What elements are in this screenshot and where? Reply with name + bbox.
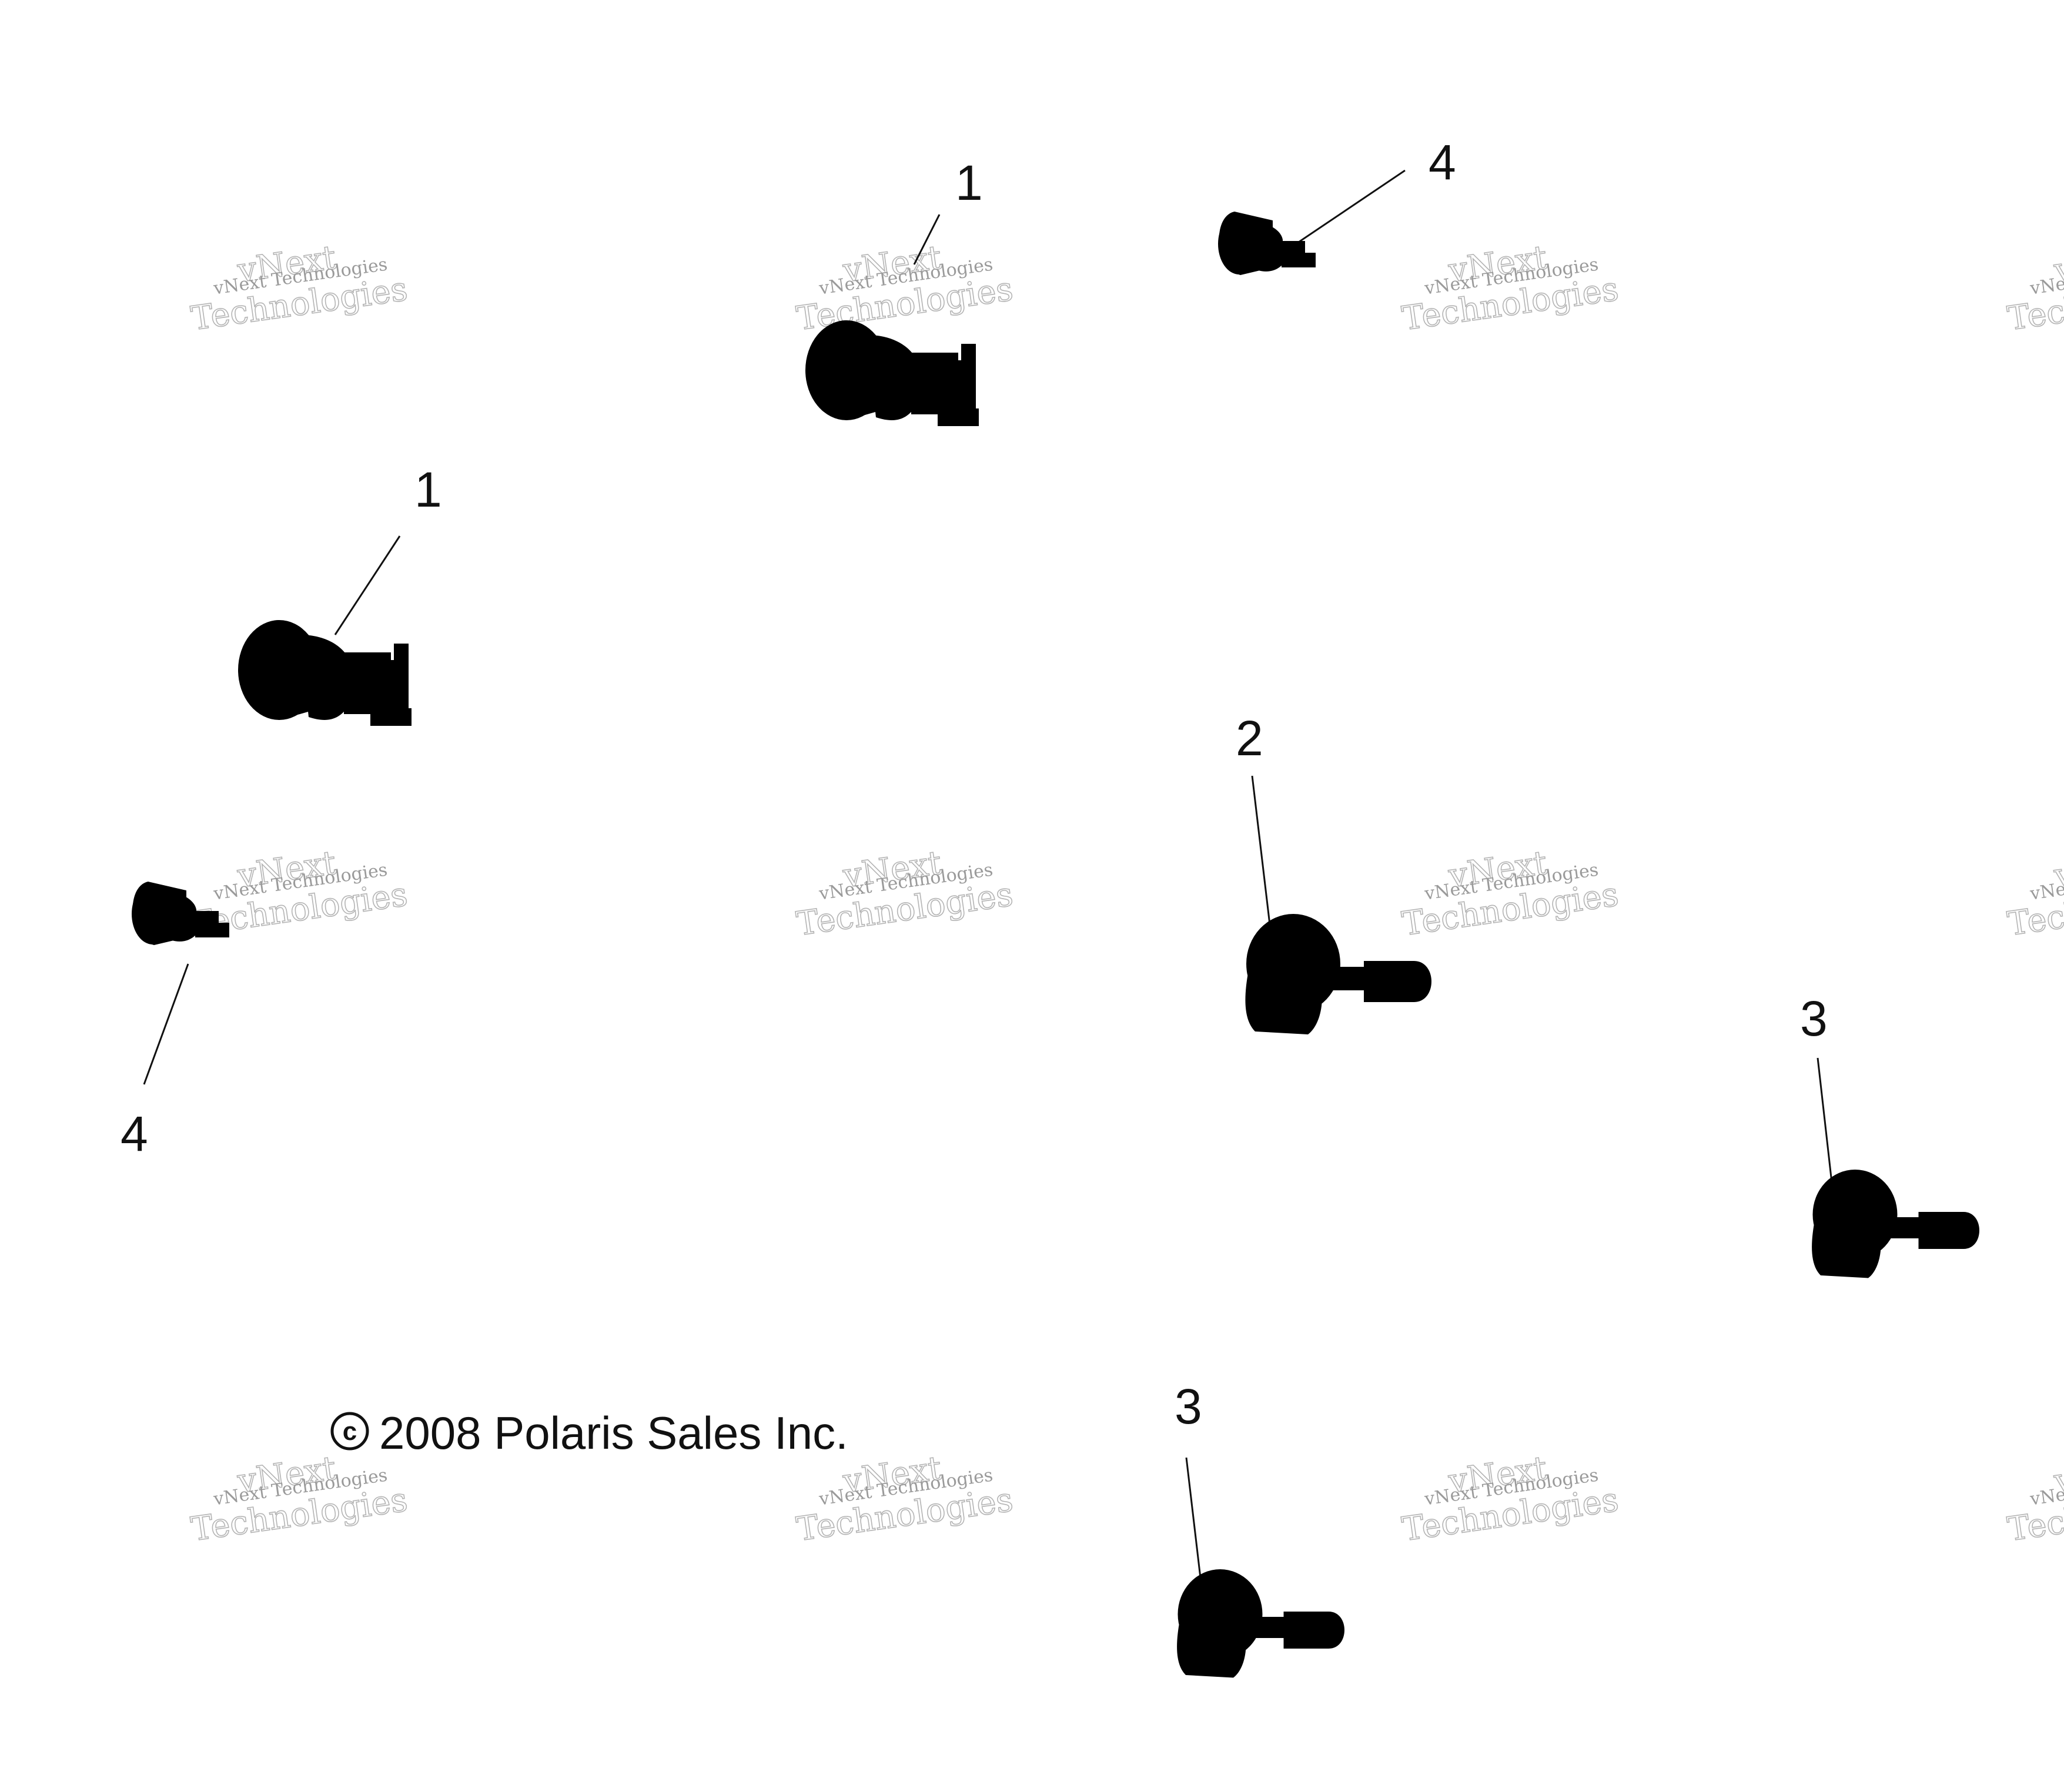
wedge-bulb-large — [805, 320, 979, 426]
callout-1-left: 1 — [414, 462, 442, 517]
copyright-text: 2008 Polaris Sales Inc. — [379, 1407, 848, 1459]
leader-line — [1293, 169, 1406, 247]
leader-line — [1817, 1057, 1834, 1194]
halogen-bulb — [1177, 1569, 1344, 1678]
copyright-symbol: c — [343, 1417, 357, 1446]
part-4-top[interactable]: 4 — [1218, 135, 1456, 275]
callout-4-left: 4 — [121, 1106, 148, 1161]
leader-line — [143, 963, 189, 1085]
copyright-notice: c 2008 Polaris Sales Inc. — [330, 1407, 848, 1459]
part-1-left[interactable]: 1 — [238, 462, 442, 726]
part-4-left[interactable]: 4 — [121, 882, 229, 1161]
part-3-bottom[interactable]: 3 — [1175, 1379, 1344, 1678]
callout-1-top: 1 — [955, 155, 983, 210]
wedge-bulb-large — [238, 620, 412, 726]
leader-line — [1185, 1457, 1203, 1593]
leader-line — [913, 214, 941, 265]
leader-line — [334, 535, 401, 635]
callout-3-right: 3 — [1800, 991, 1828, 1046]
callout-4-top: 4 — [1429, 135, 1456, 190]
watermark-group: vNext vNext Technologies Technologies vN… — [188, 238, 2064, 1549]
copyright-symbol-circle — [330, 1412, 369, 1451]
callout-2: 2 — [1236, 711, 1263, 766]
halogen-bulb — [1812, 1170, 1979, 1278]
callout-3-bottom: 3 — [1175, 1379, 1202, 1434]
part-2[interactable]: 2 — [1236, 711, 1431, 1034]
wedge-bulb-small — [1218, 212, 1316, 275]
leader-line — [1251, 775, 1272, 935]
part-3-right[interactable]: 3 — [1800, 991, 1979, 1278]
part-1-top[interactable]: 1 — [805, 155, 983, 426]
